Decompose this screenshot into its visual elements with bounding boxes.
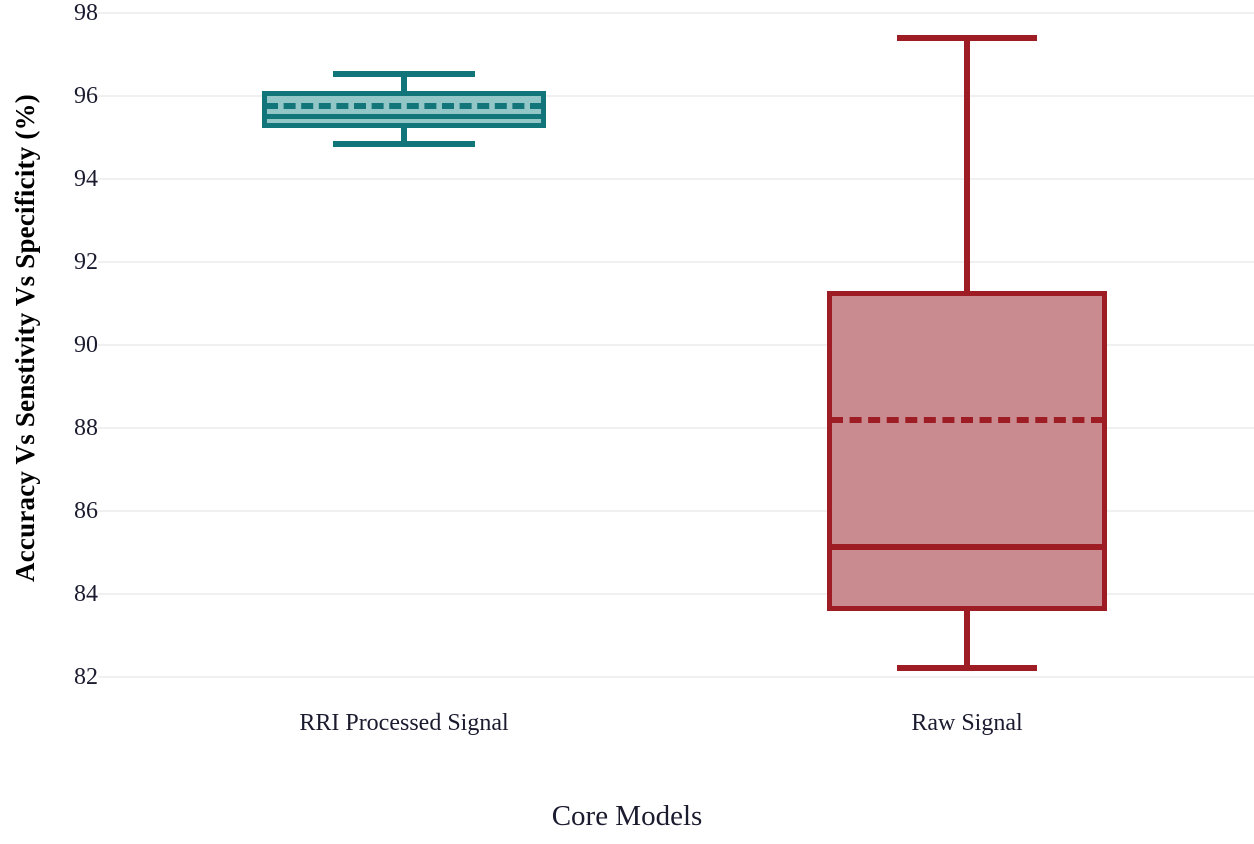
y-tick-84: 84 bbox=[74, 581, 98, 607]
whisker-lower-line bbox=[964, 608, 970, 668]
whisker-upper-cap bbox=[897, 35, 1037, 41]
y-tick-90: 90 bbox=[74, 332, 98, 358]
gridline-90 bbox=[98, 344, 1254, 346]
y-tick-94: 94 bbox=[74, 166, 98, 192]
box-body[interactable] bbox=[262, 91, 546, 128]
box-rri-processed-signal[interactable] bbox=[262, 0, 546, 690]
x-tick-raw-signal: Raw Signal bbox=[911, 710, 1023, 736]
whisker-lower-cap bbox=[333, 141, 475, 147]
y-axis-tick-labels: 98 96 94 92 90 88 86 84 82 bbox=[34, 0, 98, 690]
plot-area bbox=[98, 0, 1254, 690]
y-tick-96: 96 bbox=[74, 83, 98, 109]
gridline-84 bbox=[98, 593, 1254, 595]
gridline-88 bbox=[98, 427, 1254, 429]
y-tick-92: 92 bbox=[74, 249, 98, 275]
box-raw-signal[interactable] bbox=[827, 0, 1107, 690]
mean-line-dashed bbox=[831, 417, 1103, 423]
whisker-upper-cap bbox=[333, 71, 475, 77]
gridline-96 bbox=[98, 95, 1254, 97]
x-axis-tick-labels: RRI Processed Signal Raw Signal bbox=[98, 706, 1254, 746]
y-tick-88: 88 bbox=[74, 415, 98, 441]
x-axis-title: Core Models bbox=[551, 800, 703, 832]
whisker-upper-line bbox=[401, 73, 407, 93]
whisker-lower-cap bbox=[897, 665, 1037, 671]
median-line bbox=[266, 114, 542, 119]
gridline-94 bbox=[98, 178, 1254, 180]
whisker-upper-line bbox=[964, 37, 970, 293]
y-tick-98: 98 bbox=[74, 0, 98, 26]
box-body[interactable] bbox=[827, 291, 1107, 611]
y-tick-86: 86 bbox=[74, 498, 98, 524]
mean-line-dashed bbox=[266, 103, 542, 109]
gridline-92 bbox=[98, 261, 1254, 263]
x-tick-rri-processed-signal: RRI Processed Signal bbox=[299, 710, 509, 736]
median-line bbox=[831, 544, 1103, 550]
gridline-86 bbox=[98, 510, 1254, 512]
gridline-98 bbox=[98, 12, 1254, 14]
gridline-82 bbox=[98, 676, 1254, 678]
y-tick-82: 82 bbox=[74, 664, 98, 690]
whisker-lower-line bbox=[401, 125, 407, 145]
